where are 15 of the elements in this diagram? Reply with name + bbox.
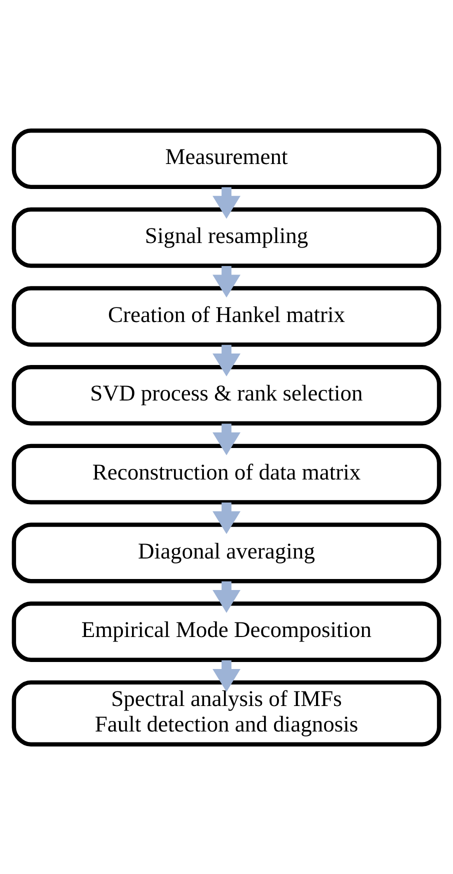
arrow <box>212 502 240 534</box>
node-box: Reconstruction of data matrix <box>12 443 442 504</box>
node-box: Spectral analysis of IMFs Fault detection and diagnosis <box>12 680 442 746</box>
arrow <box>212 186 240 218</box>
node-box: Diagonal averaging <box>12 522 442 583</box>
arrow <box>212 423 240 455</box>
arrow <box>212 660 240 692</box>
arrow <box>212 580 240 612</box>
node-box: Signal resampling <box>12 206 442 268</box>
node-box: Creation of Hankel matrix <box>12 286 442 346</box>
node-box: Empirical Mode Decomposition <box>12 601 442 662</box>
arrow <box>212 344 240 376</box>
node-box: SVD process & rank selection <box>12 364 442 426</box>
node-box: Measurement <box>12 128 442 189</box>
arrow <box>212 266 240 298</box>
